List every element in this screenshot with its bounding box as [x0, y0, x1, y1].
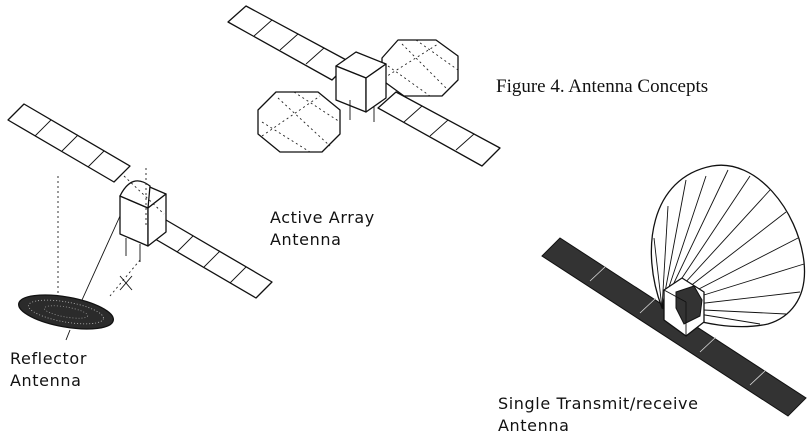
active-array-label-line-2: Antenna — [270, 230, 342, 249]
active-array-panel-upper — [381, 39, 459, 97]
reflector-feed-horn — [119, 168, 165, 228]
reflector-satellite — [7, 103, 273, 341]
reflector-label: Reflector Antenna — [10, 348, 87, 392]
reflector-label-line-1: Reflector — [10, 349, 88, 368]
active-array-bus — [335, 51, 387, 122]
reflector-beam-line — [81, 215, 121, 301]
active-array-satellite — [227, 5, 501, 167]
single-tr-label-line-1: Single Transmit/receive — [498, 394, 699, 413]
reflector-solar-panel-right — [149, 219, 273, 299]
reflector-dish — [18, 294, 114, 341]
active-array-solar-panel-right — [377, 91, 501, 167]
single-tr-satellite — [541, 164, 807, 417]
active-array-panel-lower — [257, 91, 341, 153]
reflector-support-line-right — [109, 259, 141, 297]
reflector-label-line-2: Antenna — [10, 371, 82, 390]
single-tr-bus — [663, 277, 705, 337]
single-tr-label-line-2: Antenna — [498, 416, 570, 435]
single-tr-label: Single Transmit/receive Antenna — [498, 393, 699, 437]
active-array-solar-panel-left — [227, 5, 351, 81]
reflector-solar-panel-left — [7, 103, 131, 183]
reflector-focal-mark — [119, 275, 133, 291]
figure-caption: Figure 4. Antenna Concepts — [496, 76, 709, 97]
active-array-label-line-1: Active Array — [270, 208, 375, 227]
active-array-label: Active Array Antenna — [270, 207, 375, 251]
